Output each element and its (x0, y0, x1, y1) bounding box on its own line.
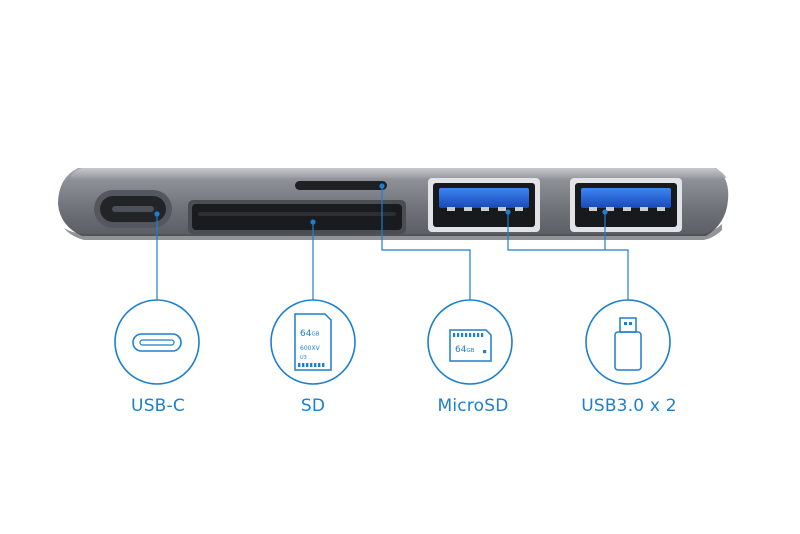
svg-text:64GB: 64GB (300, 329, 320, 339)
sd-card-capacity: 64 (300, 329, 312, 339)
usb-flash-drive-icon (585, 299, 671, 385)
sd-card-slot (188, 200, 406, 234)
svg-text:64GB: 64GB (455, 345, 475, 355)
usb-c-label: USB-C (131, 396, 185, 416)
microsd-card-unit: GB (466, 348, 474, 354)
microsd-slot (295, 181, 387, 190)
microsd-card-icon: 64GB (427, 299, 513, 385)
sd-label: SD (300, 396, 326, 416)
usb3-port-2 (570, 178, 682, 232)
microsd-label: MicroSD (437, 396, 509, 416)
sd-card-icon: 64GB 600XV U3 (270, 299, 356, 385)
sd-card-class: U3 (300, 355, 307, 361)
usb3-port-1 (428, 178, 540, 232)
microsd-card-capacity: 64 (455, 345, 467, 355)
leader-lines (154, 183, 629, 302)
sd-card-speed: 600XV (300, 345, 321, 352)
leader-line-usb3 (507, 212, 629, 302)
usb3-label: USB3.0 x 2 (581, 396, 677, 416)
usb-c-port (94, 190, 172, 228)
sd-card-unit: GB (311, 332, 319, 338)
leader-line-microsd (381, 186, 471, 302)
usb-c-icon (114, 299, 200, 385)
